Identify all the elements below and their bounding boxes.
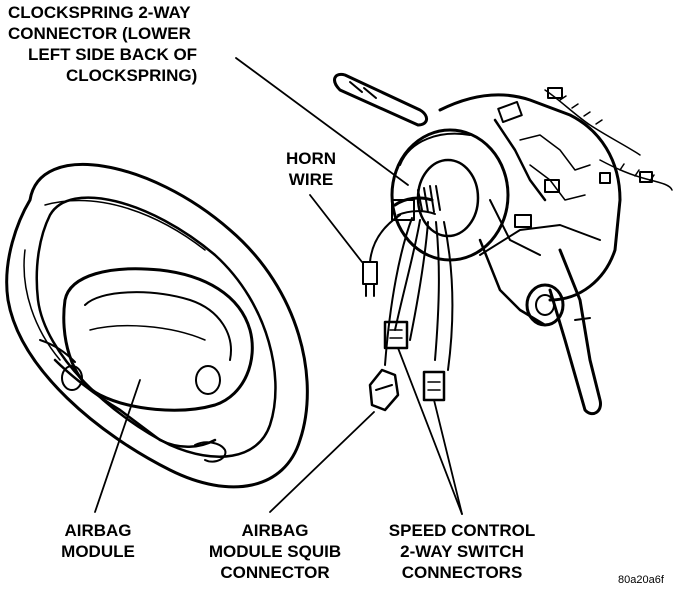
label-line: AIRBAG bbox=[64, 521, 132, 540]
leader-lines bbox=[94, 57, 463, 515]
clockspring bbox=[390, 128, 510, 262]
label-line: CONNECTORS bbox=[401, 563, 523, 582]
label-line: WIRE bbox=[288, 170, 334, 189]
steering-wheel bbox=[5, 162, 309, 489]
label-line: CONNECTOR (LOWER bbox=[8, 24, 191, 43]
label-horn-wire: HORN WIRE bbox=[268, 148, 354, 190]
label-line: 2-WAY SWITCH bbox=[400, 542, 524, 561]
horn-wire bbox=[362, 214, 401, 297]
label-airbag-module: AIRBAG MODULE bbox=[38, 520, 158, 562]
label-line: CONNECTOR bbox=[220, 563, 330, 582]
label-line: MODULE bbox=[61, 542, 135, 561]
label-line: CLOCKSPRING) bbox=[66, 66, 198, 85]
label-line: SPEED CONTROL bbox=[388, 521, 536, 540]
airbag-module bbox=[61, 267, 254, 463]
label-line: CLOCKSPRING 2-WAY bbox=[8, 3, 191, 22]
label-line: MODULE SQUIB bbox=[208, 542, 342, 561]
label-line: AIRBAG bbox=[241, 521, 309, 540]
label-clockspring-connector: CLOCKSPRING 2-WAY CONNECTOR (LOWER LEFT … bbox=[8, 2, 197, 86]
label-line: LEFT SIDE BACK OF bbox=[28, 45, 198, 64]
steering-column bbox=[333, 72, 622, 416]
wiring-harness bbox=[544, 87, 673, 191]
label-line: HORN bbox=[285, 149, 337, 168]
label-squib-connector: AIRBAG MODULE SQUIB CONNECTOR bbox=[200, 520, 350, 583]
connector-wires bbox=[384, 217, 454, 371]
label-speed-control: SPEED CONTROL 2-WAY SWITCH CONNECTORS bbox=[372, 520, 552, 583]
figure-id: 80a20a6f bbox=[618, 574, 664, 586]
squib-connector bbox=[368, 368, 400, 412]
